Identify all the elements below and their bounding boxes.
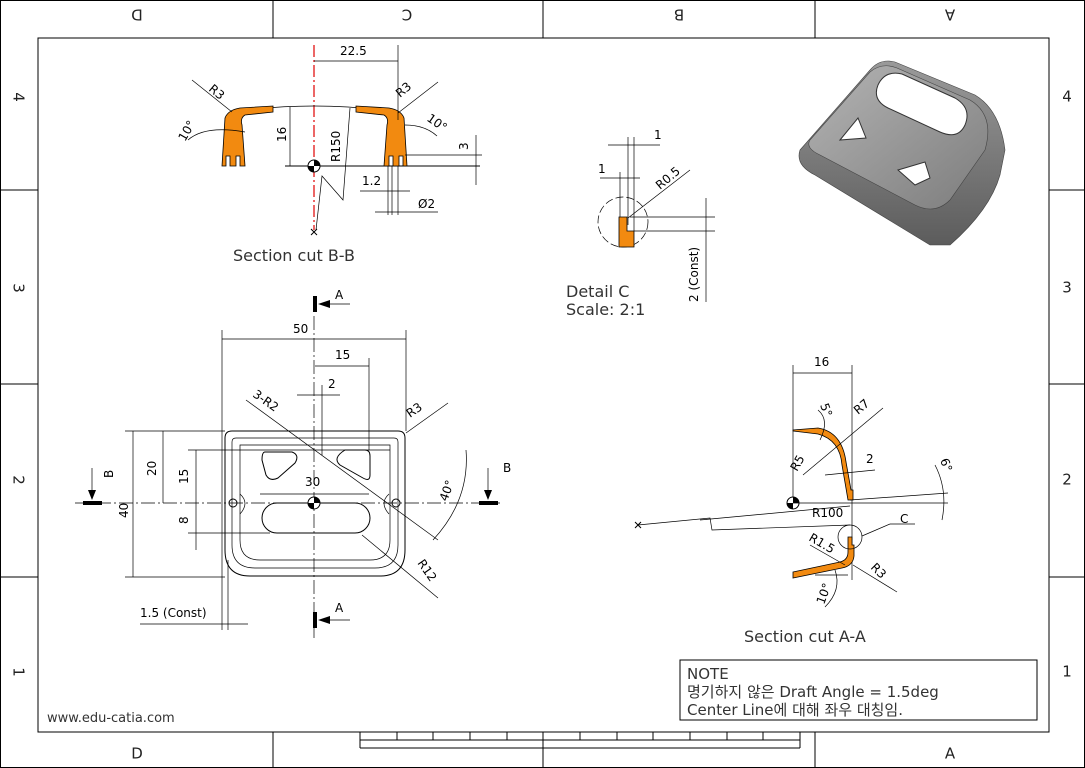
zone-label-right-1: 1	[1062, 663, 1072, 681]
section-marker-b-right: B	[479, 461, 511, 505]
note-line-1: 명기하지 않은 Draft Angle = 1.5deg	[687, 683, 939, 701]
detail-c-title: Detail C	[566, 282, 629, 301]
triangle-hole-right	[336, 449, 371, 480]
section-marker-b-left: B	[83, 468, 116, 505]
dim-aa-angle-right: 6°	[937, 456, 955, 474]
dim-width-half: 22.5	[340, 44, 367, 58]
dim-upper: 20	[145, 461, 159, 476]
detail-c-label: C	[900, 512, 908, 526]
dim-aa-angle-bottom: 10°	[814, 581, 834, 606]
dim-angle-left: 10°	[175, 118, 198, 143]
dim-detail-const: 2 (Const)	[687, 247, 701, 302]
dim-r3-left: R3	[206, 82, 227, 103]
dim-detail-left: 1	[598, 162, 606, 176]
zone-label-top-b: B	[674, 6, 684, 24]
section-profile-left	[221, 105, 274, 167]
section-marker-a-bottom: A	[313, 601, 350, 628]
dim-slot-width: 30	[305, 475, 320, 489]
zone-label-right-3: 3	[1062, 279, 1072, 297]
section-aa-view: 16 R100 C 5° R7 R5 2 6° R1.5 R3 10° Sect…	[634, 355, 955, 646]
dim-r5: R5	[787, 453, 807, 474]
dim-r3-right: R3	[393, 79, 414, 100]
detail-c-scale: Scale: 2:1	[566, 300, 645, 319]
note-line-2: Center Line에 대해 좌우 대칭임.	[687, 701, 903, 719]
zone-label-bottom-d: D	[131, 745, 143, 763]
dim-aa-angle-top: 5°	[817, 401, 835, 419]
zone-label-top-c: C	[402, 6, 412, 24]
zone-label-left-2: 2	[10, 475, 28, 485]
zone-label-left-1: 1	[10, 667, 28, 677]
dim-overall-height: 40	[117, 503, 131, 518]
zone-label-right-4: 4	[1062, 88, 1072, 106]
dim-angle: 40°	[437, 478, 457, 503]
dim-height: 16	[275, 127, 289, 142]
zone-label-top-d: D	[131, 6, 143, 24]
dim-rib: 3	[457, 142, 471, 150]
detail-c-profile	[618, 216, 635, 248]
detail-c-view: 1 1 R0.5 2 (Const) Detail C Scale: 2:1	[566, 128, 715, 319]
dim-gap: 2	[328, 377, 336, 391]
isometric-model-image	[798, 60, 1006, 246]
dim-slot: 1.2	[362, 174, 381, 188]
dim-slot-height: 8	[177, 516, 191, 524]
section-aa-title: Section cut A-A	[744, 627, 866, 646]
triangle-hole-left	[261, 451, 298, 480]
dim-aa-width: 16	[814, 355, 829, 369]
zone-label-right-2: 2	[1062, 471, 1072, 489]
dim-r100: R100	[812, 506, 843, 520]
zone-label-left-3: 3	[10, 283, 28, 293]
dim-offset: 15	[335, 348, 350, 362]
dim-corner: R3	[404, 400, 425, 421]
section-label-a-top: A	[335, 288, 344, 302]
section-profile-right	[355, 105, 408, 167]
dim-r7: R7	[851, 396, 872, 417]
dim-radius: R150	[329, 131, 343, 162]
section-label-a-bottom: A	[335, 601, 344, 615]
dim-r12: R12	[415, 557, 440, 584]
section-aa-profile-bottom	[792, 536, 855, 579]
dim-fillets: 3-R2	[250, 387, 281, 414]
zone-label-bottom-a: A	[945, 745, 956, 763]
section-bb-view: 22.5 R3 R3 10° 10° 16 R150 3 1.2 Ø2 Sect…	[175, 44, 482, 265]
zone-label-left-4: 4	[10, 92, 28, 102]
dim-width: 50	[293, 322, 308, 336]
scale-bar	[359, 732, 801, 749]
website-label: www.edu-catia.com	[47, 711, 175, 726]
section-label-b-left: B	[102, 470, 116, 478]
dim-wall: 1.5 (Const)	[140, 606, 207, 620]
section-label-b-right: B	[503, 461, 511, 475]
note-box: NOTE 명기하지 않은 Draft Angle = 1.5deg Center…	[679, 659, 1038, 721]
dim-detail-radius: R0.5	[653, 164, 683, 192]
dim-aa-thickness: 2	[866, 452, 874, 466]
dim-aa-r3: R3	[868, 560, 889, 581]
top-view: A A B B 50 15 2 3-R2 R3 40 20 15	[75, 288, 511, 640]
note-title: NOTE	[687, 665, 729, 683]
dim-hole-height: 15	[177, 469, 191, 484]
section-bb-title: Section cut B-B	[233, 246, 355, 265]
zone-label-top-a: A	[944, 6, 955, 24]
dim-r15: R1.5	[807, 530, 838, 556]
dim-angle-right: 10°	[424, 111, 449, 135]
dim-detail-top: 1	[654, 128, 662, 142]
dim-hole: Ø2	[418, 197, 435, 211]
section-marker-a-top: A	[313, 288, 350, 312]
